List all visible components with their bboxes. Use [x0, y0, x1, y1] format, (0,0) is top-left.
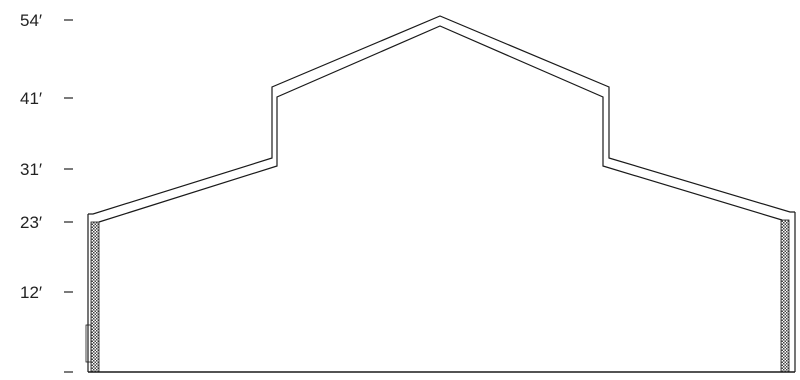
- elevation-label: 41′: [20, 89, 42, 108]
- roof-inner-line: [98, 25, 783, 223]
- left-wall-section: [90, 221, 100, 373]
- elevation-label: 12′: [20, 283, 42, 302]
- right-wall-section: [780, 219, 790, 373]
- elevation-label: 54′: [20, 11, 42, 30]
- roof-outer-line: [88, 15, 795, 215]
- elevation-label: 23′: [20, 213, 42, 232]
- building-outline: [85, 15, 796, 373]
- door-frame: [85, 324, 92, 363]
- elevation-scale: 54′ 41′ 31′ 23′ 12′: [20, 11, 73, 373]
- elevation-label: 31′: [20, 160, 42, 179]
